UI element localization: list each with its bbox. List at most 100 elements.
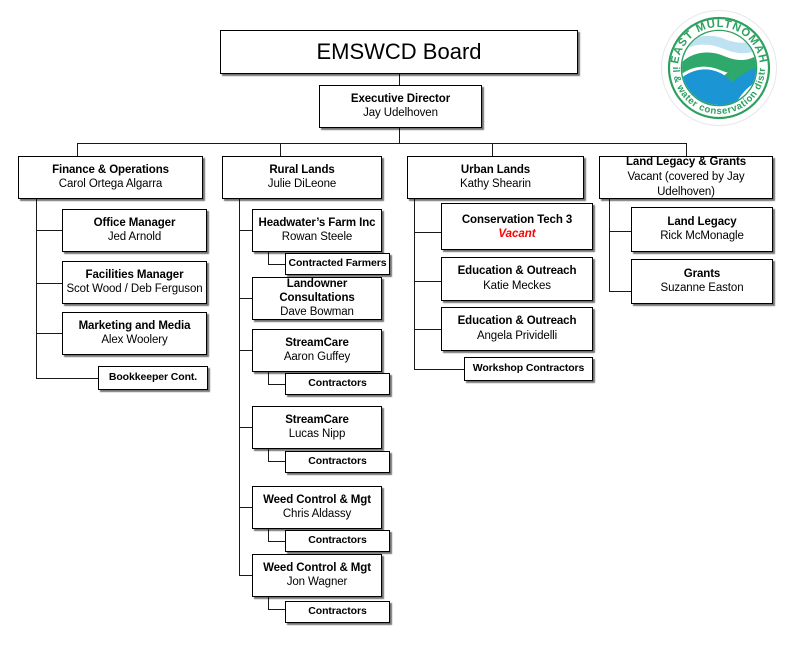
box-title: Contractors [308,377,367,390]
box-person: Angela Prividelli [476,329,558,342]
box-person: Katie Meckes [483,279,551,292]
box-land-legacy[interactable]: Land Legacy Rick McMonagle [631,207,773,252]
box-bookkeeper-cont[interactable]: Bookkeeper Cont. [98,366,208,390]
box-title: StreamCare [285,336,349,349]
box-rural-lands[interactable]: Rural Lands Julie DiLeone [222,156,382,199]
box-title: Workshop Contractors [472,362,585,375]
box-title: Grants [683,267,721,280]
box-urban-lands[interactable]: Urban Lands Kathy Shearin [407,156,584,199]
connector-finance-to-child-4 [36,378,98,379]
box-person: Suzanne Easton [660,282,744,295]
connector-rural-to-child-4 [239,427,252,428]
box-contracted-farmers[interactable]: Contracted Farmers [285,253,390,275]
box-education-outreach-katie-meckes[interactable]: Education & Outreach Katie Meckes [441,257,593,301]
connector-weed1-sub [268,541,285,542]
connector-legacy-spine [609,199,610,291]
box-person: Jay Udelhoven [363,107,438,120]
box-title: Land Legacy & Grants [625,156,747,169]
connector-department-bus [77,143,686,144]
connector-finance-to-child-2 [36,283,62,284]
connector-rural-to-child-1 [239,230,252,231]
connector-urban-to-child-1 [414,232,441,233]
connector-exec-drop [399,128,400,143]
box-title: Education & Outreach [457,315,577,328]
connector-rural-spine [239,199,240,575]
box-emswcd-board[interactable]: EMSWCD Board [220,30,578,74]
emswcd-logo: EAST MULTNOMAH soil & water conservation… [657,1,778,127]
box-person: Carol Ortega Algarra [58,178,163,191]
box-facilities-manager[interactable]: Facilities Manager Scot Wood / Deb Fergu… [62,261,207,304]
box-person: Julie DiLeone [267,178,337,191]
box-title: Urban Lands [460,163,531,176]
box-title: Contractors [308,534,367,547]
box-marketing-and-media[interactable]: Marketing and Media Alex Woolery [62,312,207,355]
connector-urban-to-child-2 [414,281,441,282]
box-office-manager[interactable]: Office Manager Jed Arnold [62,209,207,252]
logo-svg: EAST MULTNOMAH soil & water conservation… [657,1,777,126]
box-title: Weed Control & Mgt [263,561,371,574]
box-contractors-weed-2[interactable]: Contractors [285,601,390,623]
box-title: EMSWCD Board [316,39,482,65]
connector-rural-to-child-2 [239,298,252,299]
box-landowner-consultations[interactable]: Landowner Consultations Dave Bowman [252,277,382,320]
box-title: Contractors [308,605,367,618]
box-title: Contracted Farmers [288,257,387,270]
connector-legacy-to-child-2 [609,291,631,292]
connector-rural-to-child-5 [239,507,252,508]
connector-weed1-sub-drop [268,529,269,541]
box-streamcare-lucas-nipp[interactable]: StreamCare Lucas Nipp [252,406,382,449]
connector-urban-to-child-4 [414,369,464,370]
box-contractors-weed-1[interactable]: Contractors [285,530,390,552]
box-person: Vacant (covered by Jay Udelhoven) [627,170,745,198]
box-person-vacant: Vacant [498,227,536,240]
box-contractors-streamcare-1[interactable]: Contractors [285,373,390,395]
box-contractors-streamcare-2[interactable]: Contractors [285,451,390,473]
box-executive-director[interactable]: Executive Director Jay Udelhoven [319,85,482,128]
box-land-legacy-grants[interactable]: Land Legacy & Grants Vacant (covered by … [599,156,773,199]
box-person: Rick McMonagle [660,230,744,243]
connector-streamcare2-sub [268,461,285,462]
connector-finance-to-child-1 [36,230,62,231]
connector-root-to-exec [399,74,400,85]
box-person: Chris Aldassy [282,508,352,521]
connector-streamcare1-sub [268,384,285,385]
connector-bus-drop-finance [77,143,78,156]
box-grants[interactable]: Grants Suzanne Easton [631,259,773,304]
box-title: Land Legacy [667,215,737,228]
box-person: Kathy Shearin [460,178,531,191]
connector-headwaters-sub-drop [268,252,269,264]
box-education-outreach-angela-prividelli[interactable]: Education & Outreach Angela Prividelli [441,307,593,351]
connector-rural-to-child-6 [239,575,252,576]
box-title: Office Manager [93,216,176,229]
box-title: Marketing and Media [78,319,191,332]
box-streamcare-aaron-guffey[interactable]: StreamCare Aaron Guffey [252,329,382,372]
connector-urban-to-child-3 [414,329,441,330]
box-title: Education & Outreach [457,265,577,278]
box-person: Lucas Nipp [288,428,346,441]
box-title: Finance & Operations [52,163,169,176]
connector-headwaters-sub [268,264,285,265]
box-person: Dave Bowman [280,306,354,319]
connector-bus-drop-rural [280,143,281,156]
connector-legacy-to-child-1 [609,231,631,232]
box-title: Conservation Tech 3 [461,214,573,227]
connector-streamcare1-sub-drop [268,372,269,384]
box-finance-operations[interactable]: Finance & Operations Carol Ortega Algarr… [18,156,203,199]
connector-urban-spine [414,199,415,369]
box-title: Bookkeeper Cont. [108,371,198,384]
box-weed-control-chris-aldassy[interactable]: Weed Control & Mgt Chris Aldassy [252,486,382,529]
box-headwaters-farm-inc[interactable]: Headwater’s Farm Inc Rowan Steele [252,209,382,252]
box-person: Scot Wood / Deb Ferguson [66,283,203,296]
box-conservation-tech-3[interactable]: Conservation Tech 3 Vacant [441,203,593,250]
connector-bus-drop-urban [492,143,493,156]
box-person: Alex Woolery [101,334,168,347]
box-weed-control-jon-wagner[interactable]: Weed Control & Mgt Jon Wagner [252,554,382,597]
box-title: Facilities Manager [85,268,184,281]
box-workshop-contractors[interactable]: Workshop Contractors [464,357,593,381]
connector-bus-drop-legacy [686,143,687,156]
box-title: Weed Control & Mgt [263,493,371,506]
box-title: Rural Lands [269,163,335,176]
box-title: StreamCare [285,413,349,426]
box-title: Executive Director [350,92,451,105]
